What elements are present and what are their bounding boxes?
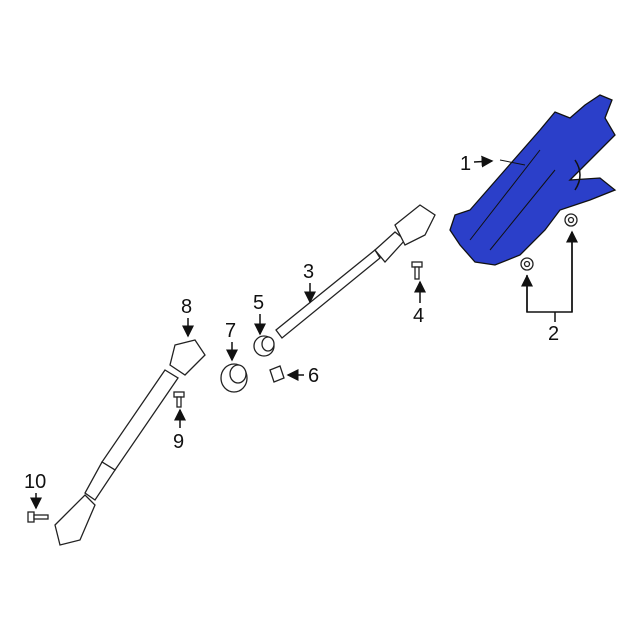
clip-part-6[interactable] (269, 365, 285, 383)
seal-part-5[interactable] (253, 335, 275, 357)
callout-9: 9 (173, 431, 184, 453)
bracket-2 (526, 232, 573, 313)
boot-part-7[interactable] (220, 363, 248, 393)
callout-1: 1 (460, 153, 471, 175)
steering-column-part-1[interactable] (449, 94, 617, 266)
callout-7: 7 (225, 320, 236, 342)
arrow-1 (473, 155, 494, 168)
callout-8: 8 (181, 296, 192, 318)
callout-4: 4 (413, 305, 424, 327)
bolt-part-4[interactable] (411, 261, 423, 280)
callout-10: 10 (24, 471, 46, 493)
bolt-part-9[interactable] (173, 391, 185, 408)
bolt-part-10[interactable] (27, 511, 49, 523)
callout-2: 2 (548, 323, 559, 345)
nut-part-2[interactable] (520, 213, 578, 271)
callout-5: 5 (253, 292, 264, 314)
lower-shaft-part-8[interactable] (54, 339, 206, 546)
callout-3: 3 (303, 261, 314, 283)
callout-6: 6 (308, 365, 319, 387)
shaft-part-3[interactable] (275, 204, 436, 339)
